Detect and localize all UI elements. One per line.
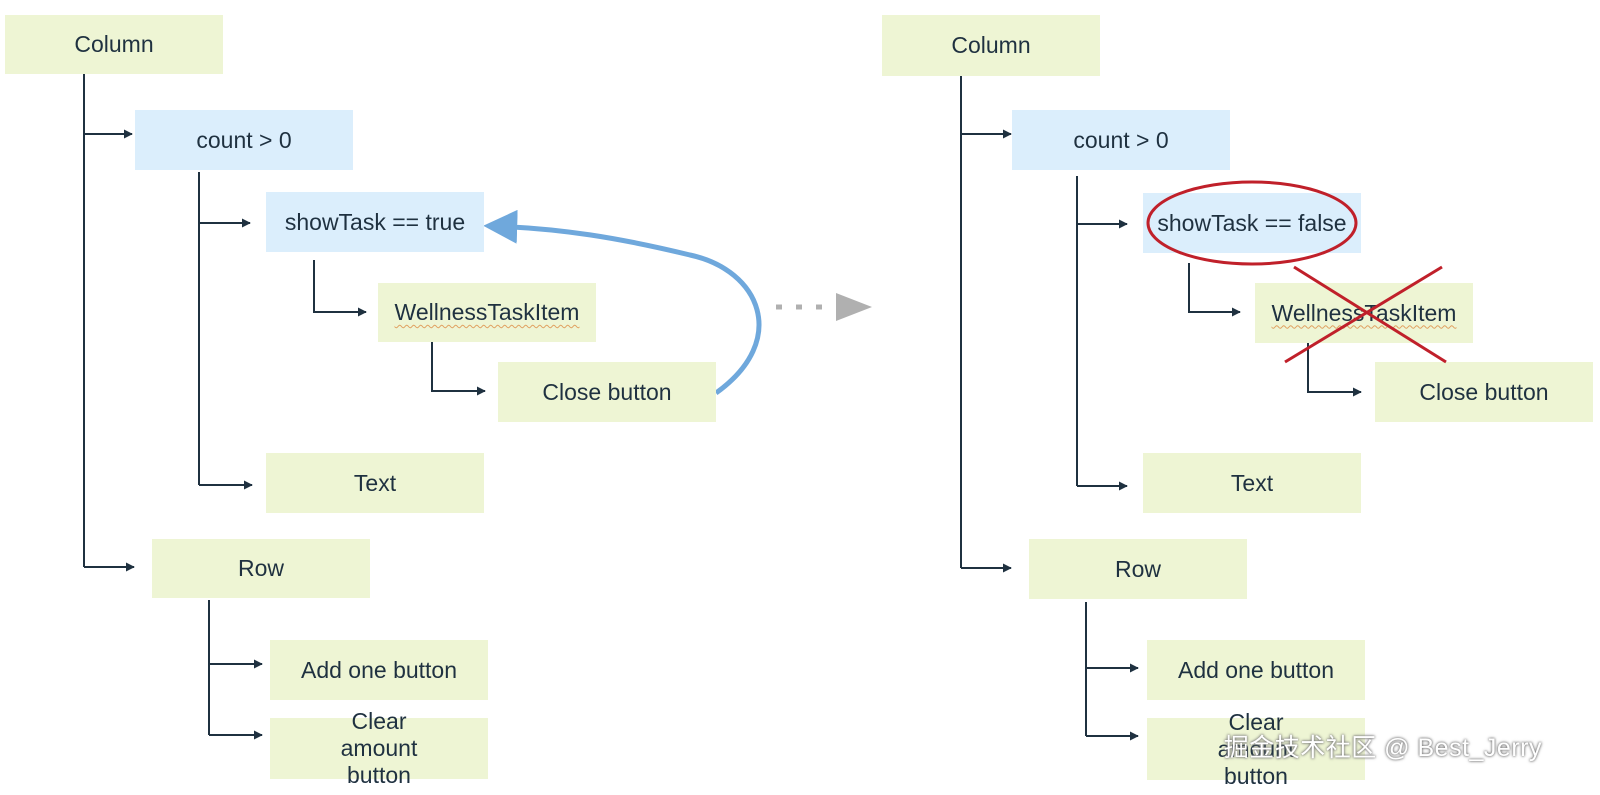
feedback-arrow bbox=[483, 209, 762, 396]
left-text-node: Text bbox=[266, 453, 484, 513]
watermark: 掘金技术社区 @ Best_Jerry bbox=[1223, 734, 1542, 762]
left-count-node: count > 0 bbox=[135, 110, 353, 170]
left-close-button-node: Close button bbox=[498, 362, 716, 422]
right-wellness-task-item-node: WellnessTaskItem bbox=[1255, 283, 1473, 343]
right-text-node: Text bbox=[1143, 453, 1361, 513]
left-wellness-task-item-label: WellnessTaskItem bbox=[394, 299, 580, 325]
left-row-node: Row bbox=[152, 539, 370, 598]
right-column-node: Column bbox=[882, 15, 1100, 76]
right-clear-amount-button-node: Clear amount button bbox=[1147, 709, 1365, 789]
right-close-button-node: Close button bbox=[1375, 362, 1593, 422]
right-add-one-button-node: Add one button bbox=[1147, 640, 1365, 700]
left-showtask-node: showTask == true bbox=[266, 192, 484, 252]
transition-arrow bbox=[776, 293, 872, 321]
right-connectors bbox=[960, 76, 1362, 741]
right-row-node: Row bbox=[1029, 539, 1247, 599]
right-showtask-node: showTask == false bbox=[1143, 193, 1361, 253]
left-column-node: Column bbox=[5, 15, 223, 74]
left-clear-amount-button-node: Clear amount button bbox=[270, 708, 488, 788]
left-add-one-button-node: Add one button bbox=[270, 640, 488, 700]
right-wellness-task-item-label: WellnessTaskItem bbox=[1271, 299, 1457, 326]
left-connectors bbox=[83, 72, 486, 740]
left-wellness-task-item-node: WellnessTaskItem bbox=[378, 283, 596, 342]
right-count-node: count > 0 bbox=[1012, 110, 1230, 170]
